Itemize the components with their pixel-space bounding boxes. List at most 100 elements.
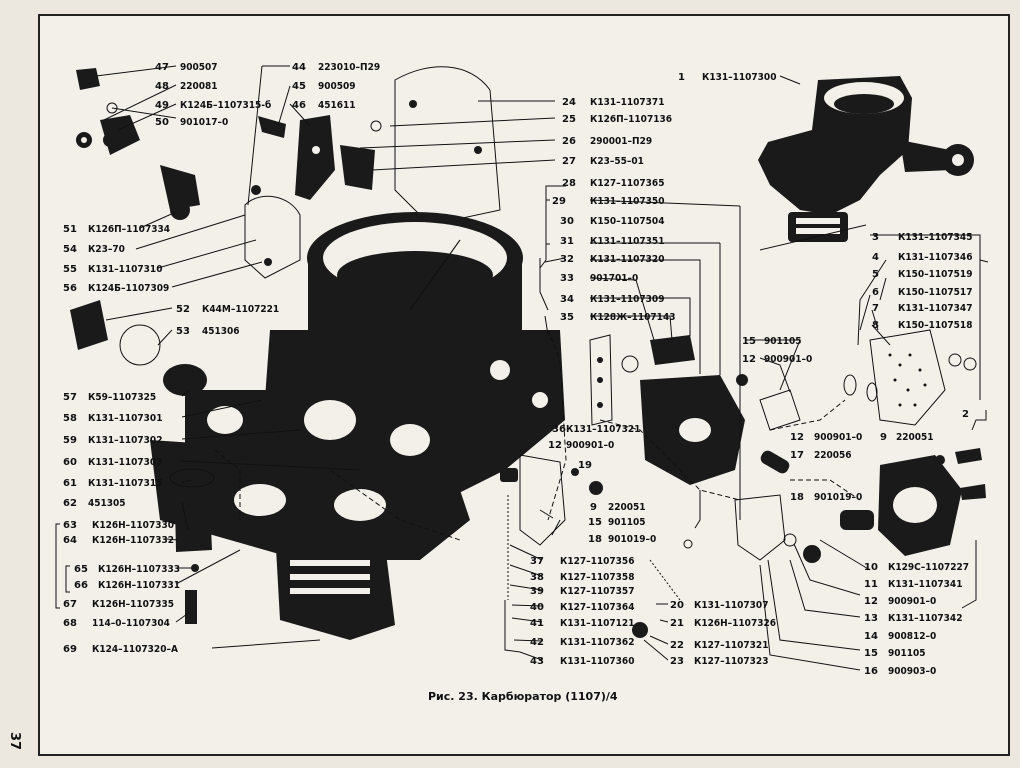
page-number: 37: [7, 732, 22, 751]
svg-text:31: 31: [560, 236, 574, 247]
svg-text:К131–1107302: К131–1107302: [88, 435, 162, 446]
svg-text:66: 66: [74, 580, 88, 591]
svg-text:К126П–1107334: К126П–1107334: [88, 224, 170, 235]
callout: 67 К126Н–1107335: [63, 599, 174, 610]
svg-text:44: 44: [292, 62, 306, 73]
svg-text:К126Н–1107335: К126Н–1107335: [92, 599, 174, 610]
svg-text:901105: 901105: [764, 336, 802, 347]
svg-text:4: 4: [872, 252, 879, 263]
svg-text:62: 62: [63, 498, 77, 509]
svg-text:28: 28: [562, 178, 576, 189]
callout: 39 К127–1107357: [530, 586, 634, 597]
svg-text:К131–1107350: К131–1107350: [590, 196, 664, 207]
svg-text:51: 51: [63, 224, 77, 235]
top-small-parts: [244, 115, 382, 279]
svg-text:К131–1107347: К131–1107347: [898, 303, 972, 314]
svg-text:38: 38: [530, 572, 544, 583]
svg-text:901019–0: 901019–0: [608, 534, 656, 545]
svg-text:67: 67: [63, 599, 77, 610]
svg-text:12: 12: [790, 432, 804, 443]
svg-text:22: 22: [670, 640, 684, 651]
svg-text:901701–0: 901701–0: [590, 273, 638, 284]
svg-text:К127–1107356: К127–1107356: [560, 556, 634, 567]
svg-text:49: 49: [155, 100, 169, 111]
svg-text:К126Н–1107330: К126Н–1107330: [92, 520, 174, 531]
svg-text:К127–1107358: К127–1107358: [560, 572, 634, 583]
svg-text:К131–1107315: К131–1107315: [88, 478, 162, 489]
svg-text:42: 42: [530, 637, 544, 648]
svg-text:К129С–1107227: К129С–1107227: [888, 562, 969, 573]
svg-text:41: 41: [530, 618, 544, 629]
svg-text:53: 53: [176, 326, 190, 337]
svg-text:12: 12: [864, 596, 878, 607]
callout: 19: [578, 460, 592, 471]
svg-text:К131–1107309: К131–1107309: [590, 294, 664, 305]
svg-text:64: 64: [63, 535, 77, 546]
svg-text:46: 46: [292, 100, 306, 111]
svg-text:65: 65: [74, 564, 88, 575]
svg-text:220081: 220081: [180, 81, 218, 92]
svg-text:К127–1107364: К127–1107364: [560, 602, 634, 613]
svg-text:8: 8: [872, 320, 879, 331]
svg-text:220051: 220051: [608, 502, 646, 513]
svg-text:18: 18: [588, 534, 602, 545]
svg-text:К131–1107360: К131–1107360: [560, 656, 634, 667]
svg-text:45: 45: [292, 81, 306, 92]
svg-text:43: 43: [530, 656, 544, 667]
callout: 22 К127–1107321: [670, 640, 768, 651]
svg-text:К127–1107357: К127–1107357: [560, 586, 634, 597]
svg-text:32: 32: [560, 254, 574, 265]
svg-text:К127–1107321: К127–1107321: [694, 640, 768, 651]
svg-text:15: 15: [742, 336, 756, 347]
svg-text:39: 39: [530, 586, 544, 597]
svg-text:223010–П29: 223010–П29: [318, 62, 380, 73]
svg-text:14: 14: [864, 631, 878, 642]
callout: 18 901019–0: [588, 534, 656, 545]
svg-text:54: 54: [63, 244, 77, 255]
svg-text:15: 15: [864, 648, 878, 659]
svg-text:К23–70: К23–70: [88, 244, 125, 255]
svg-text:17: 17: [790, 450, 804, 461]
svg-text:20: 20: [670, 600, 684, 611]
svg-text:3: 3: [872, 232, 879, 243]
